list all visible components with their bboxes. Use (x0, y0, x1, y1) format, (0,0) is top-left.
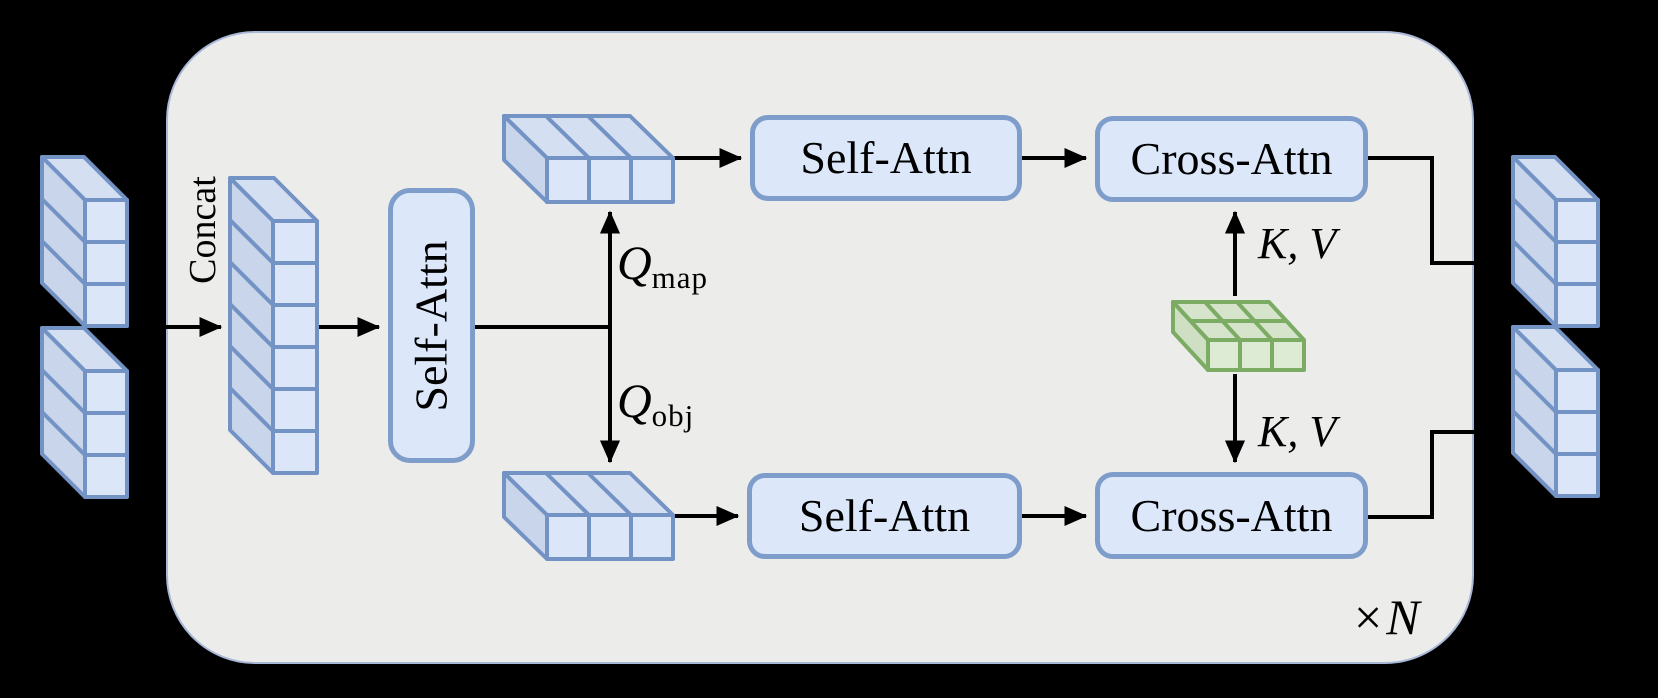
repeat-n-label: ×N (1354, 592, 1420, 642)
obj-query-slab (502, 471, 675, 561)
q-map-label: Qmap (617, 237, 709, 295)
repeat-count-n: N (1386, 589, 1420, 645)
q-obj-label: Qobj (617, 375, 695, 433)
output-feature-stack-top (1511, 155, 1600, 328)
map-cross-attn-label: Cross-Attn (1130, 133, 1333, 184)
fused-self-attn-label: Self-Attn (405, 239, 457, 412)
obj-cross-attn-label: Cross-Attn (1130, 489, 1333, 541)
kv-top-label: K, V (1258, 219, 1337, 268)
concat-label: Concat (182, 147, 224, 313)
obj-output-wire (1368, 430, 1500, 519)
obj-self-attn-label: Self-Attn (798, 490, 971, 541)
fused-self-attn-box: Self-Attn (388, 188, 475, 463)
times-sign: × (1354, 589, 1383, 645)
q-map-base: Q (617, 237, 652, 290)
kv-bottom-label: K, V (1258, 407, 1337, 456)
input-feature-stack-bottom (40, 326, 129, 499)
map-query-slab (502, 114, 675, 204)
q-obj-subscript: obj (651, 398, 695, 433)
q-map-subscript: map (651, 260, 709, 295)
concat-label-text: Concat (182, 176, 224, 284)
map-self-attn-box: Self-Attn (750, 115, 1022, 201)
memory-feature-grid (1171, 300, 1306, 372)
obj-self-attn-box: Self-Attn (747, 473, 1022, 559)
map-cross-attn-box: Cross-Attn (1095, 116, 1368, 202)
obj-cross-attn-box: Cross-Attn (1095, 472, 1368, 559)
concat-feature-stack (228, 176, 319, 475)
input-feature-stack-top (40, 155, 129, 328)
q-obj-base: Q (617, 375, 652, 428)
map-self-attn-label: Self-Attn (800, 132, 972, 183)
wires (166, 147, 1500, 527)
map-output-wire (1368, 156, 1500, 265)
output-feature-stack-bottom (1511, 325, 1600, 498)
